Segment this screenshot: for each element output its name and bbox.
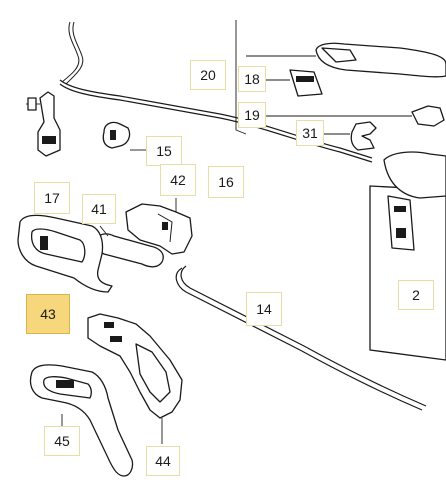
cable-rod-16 (59, 79, 373, 163)
callout-15: 15 (146, 136, 182, 166)
door-module-2 (369, 151, 446, 361)
inner-trim-45 (29, 364, 134, 477)
rod-14 (175, 265, 427, 411)
outer-handle-20 (235, 20, 446, 135)
callout-14: 14 (246, 292, 282, 326)
callout-20: 20 (190, 60, 226, 90)
callout-18: 18 (238, 66, 266, 92)
callout-43: 43 (26, 294, 70, 334)
callout-45: 45 (44, 426, 80, 456)
callout-42: 42 (160, 164, 196, 196)
callout-44: 44 (146, 446, 180, 476)
cable-top-left (61, 21, 84, 85)
callout-2: 2 (398, 280, 434, 310)
callout-17: 17 (34, 182, 70, 214)
cable-end-19 (266, 105, 445, 127)
plate-18 (266, 69, 323, 97)
callout-19: 19 (238, 102, 266, 128)
mechanism-44 (87, 313, 183, 444)
clip-31 (322, 121, 377, 151)
bracket-42 (125, 198, 193, 255)
callout-31: 31 (296, 120, 324, 146)
clip-15 (102, 121, 146, 151)
handle-cover-43 (17, 214, 113, 293)
callout-41: 41 (82, 194, 116, 224)
bracket-17 (26, 91, 61, 157)
callout-16: 16 (208, 166, 244, 198)
